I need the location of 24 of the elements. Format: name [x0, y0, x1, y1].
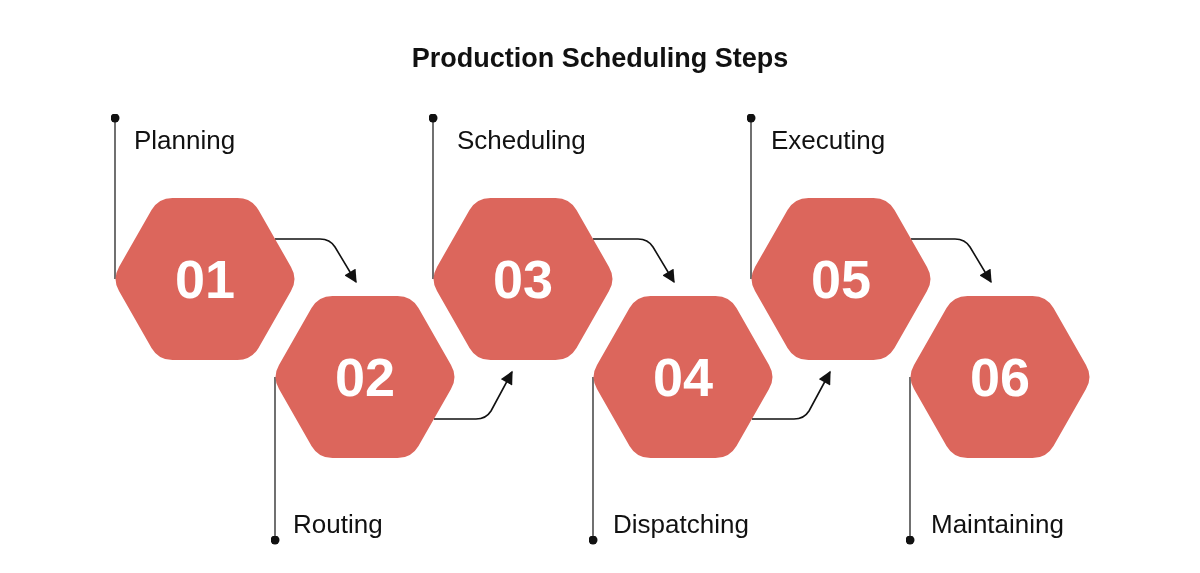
leader-line	[746, 113, 756, 280]
step-number: 05	[810, 252, 872, 306]
arrow	[274, 238, 357, 284]
step-label: Executing	[771, 124, 886, 156]
step-label: Routing	[293, 508, 383, 540]
step-label: Planning	[134, 124, 236, 156]
arrow	[433, 370, 513, 420]
step-number: 03	[492, 252, 554, 306]
leader-line	[588, 376, 598, 545]
step-label: Dispatching	[613, 508, 749, 540]
leader-line	[905, 376, 915, 545]
step-label: Scheduling	[457, 124, 586, 156]
step-label: Maintaining	[931, 508, 1064, 540]
step-number: 04	[652, 350, 714, 404]
step-number: 02	[334, 350, 396, 404]
leader-line	[428, 113, 438, 280]
arrow	[592, 238, 675, 284]
arrow	[910, 238, 992, 284]
leader-line	[110, 113, 120, 280]
diagram-title: Production Scheduling Steps	[411, 43, 789, 73]
step-number: 06	[969, 350, 1031, 404]
arrow	[751, 370, 831, 420]
step-number: 01	[174, 252, 236, 306]
leader-line	[270, 376, 280, 545]
